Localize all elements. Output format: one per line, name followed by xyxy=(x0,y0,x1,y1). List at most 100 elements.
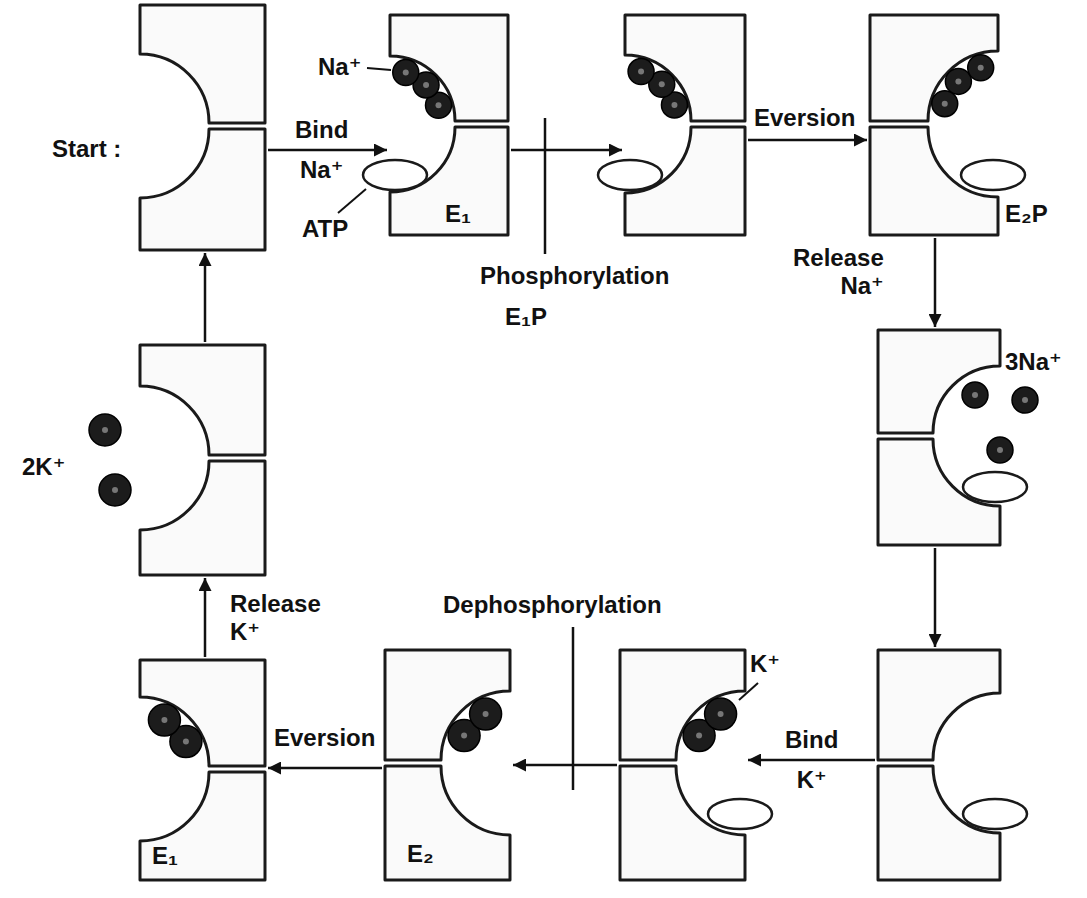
reaction-tick xyxy=(544,118,547,254)
state-label: Na⁺ xyxy=(318,53,361,81)
reaction-arrow xyxy=(748,139,867,142)
pump-upper-block xyxy=(625,15,745,121)
ion-highlight xyxy=(942,101,948,107)
pump-upper-block xyxy=(140,5,265,123)
pump-state: Na⁺ATPE₁ xyxy=(390,15,508,235)
reaction-arrow xyxy=(513,764,617,767)
pump-body xyxy=(620,650,772,880)
pump-state: 2K⁺ xyxy=(140,345,265,575)
step-label: Release K⁺ xyxy=(230,590,321,646)
pump-body xyxy=(140,660,265,880)
ion xyxy=(393,59,419,85)
pump-state: E₁P xyxy=(625,15,745,235)
ion-highlight xyxy=(696,733,702,739)
pump-state: 3Na⁺ xyxy=(878,330,1000,545)
pump-shape xyxy=(878,330,1000,545)
pump-state xyxy=(878,650,1000,880)
reaction-arrow xyxy=(511,149,622,152)
reaction-arrow xyxy=(268,767,382,770)
ion-highlight xyxy=(461,733,467,739)
ion xyxy=(962,382,988,408)
state-label: K⁺ xyxy=(750,650,780,678)
state-label: Start : xyxy=(52,135,121,163)
pump-lower-block xyxy=(385,766,510,880)
ion-highlight xyxy=(671,102,677,108)
ion-highlight xyxy=(978,65,984,71)
step-label: Release Na⁺ xyxy=(793,244,884,300)
ion-highlight xyxy=(403,69,409,75)
pump-body xyxy=(598,15,745,235)
ion xyxy=(99,474,131,506)
ion-highlight xyxy=(112,487,118,493)
pump-body xyxy=(385,650,510,880)
ion-highlight xyxy=(638,69,644,75)
ion xyxy=(89,414,121,446)
pump-upper-block xyxy=(878,650,1000,760)
step-label: Dephosphorylation xyxy=(443,591,662,619)
pump-state: E₂P xyxy=(870,15,998,235)
pump-shape xyxy=(385,650,510,880)
ion xyxy=(705,698,737,730)
state-label: E₂P xyxy=(1005,200,1048,228)
state-label: E₁ xyxy=(152,842,178,870)
ion-highlight xyxy=(1022,397,1028,403)
pump-upper-block xyxy=(620,650,745,760)
pump-shape xyxy=(870,15,998,235)
pump-body xyxy=(878,650,1027,880)
atp-pocket xyxy=(708,799,772,829)
ion-highlight xyxy=(955,78,961,84)
pump-body xyxy=(363,15,508,235)
ion-highlight xyxy=(102,427,108,433)
ion-highlight xyxy=(483,711,489,717)
pump-upper-block xyxy=(385,650,510,760)
state-label: E₁ xyxy=(445,200,471,228)
leader-line xyxy=(338,189,366,213)
pump-lower-block xyxy=(140,772,265,880)
pump-upper-block xyxy=(870,15,998,121)
reaction-arrow xyxy=(748,759,875,762)
ion xyxy=(1012,387,1038,413)
state-label: E₂ xyxy=(407,840,434,868)
reaction-arrow xyxy=(268,149,387,152)
atp-pocket xyxy=(598,160,662,190)
atp-pocket xyxy=(963,472,1027,502)
ion xyxy=(932,91,958,117)
ion xyxy=(470,698,502,730)
pump-state: E₁ xyxy=(140,660,265,880)
step-label: Eversion xyxy=(274,724,375,752)
ion xyxy=(148,704,180,736)
ion-highlight xyxy=(972,392,978,398)
pump-upper-block xyxy=(140,345,265,455)
ion-highlight xyxy=(161,717,167,723)
ion xyxy=(628,59,654,85)
reaction-arrow xyxy=(934,238,937,327)
state-label: 2K⁺ xyxy=(22,453,65,481)
pump-state: E₂ xyxy=(385,650,510,880)
pump-upper-block xyxy=(140,660,265,766)
step-label: Phosphorylation xyxy=(480,262,669,290)
ion-highlight xyxy=(997,447,1003,453)
pump-body xyxy=(140,5,265,250)
pump-body xyxy=(140,345,265,575)
atp-pocket xyxy=(961,160,1025,190)
ion-highlight xyxy=(436,102,442,108)
state-label: 3Na⁺ xyxy=(1005,348,1062,376)
pump-lower-block xyxy=(140,129,265,250)
state-label: E₁P xyxy=(505,303,547,331)
ion-highlight xyxy=(659,81,665,87)
ion-highlight xyxy=(423,82,429,88)
step-label: Bind Na⁺ xyxy=(295,110,348,190)
pump-upper-block xyxy=(390,15,508,121)
atp-pocket xyxy=(963,799,1027,829)
pump-shape xyxy=(140,345,265,575)
pump-state: K⁺ xyxy=(620,650,745,880)
step-label: Bind K⁺ xyxy=(785,720,838,800)
pump-body xyxy=(870,15,1025,235)
ion xyxy=(987,437,1013,463)
ion-highlight xyxy=(183,739,189,745)
reaction-arrow xyxy=(204,578,207,657)
pump-state: Start : xyxy=(140,5,265,250)
state-label: ATP xyxy=(302,215,348,243)
step-label: Eversion xyxy=(754,104,855,132)
